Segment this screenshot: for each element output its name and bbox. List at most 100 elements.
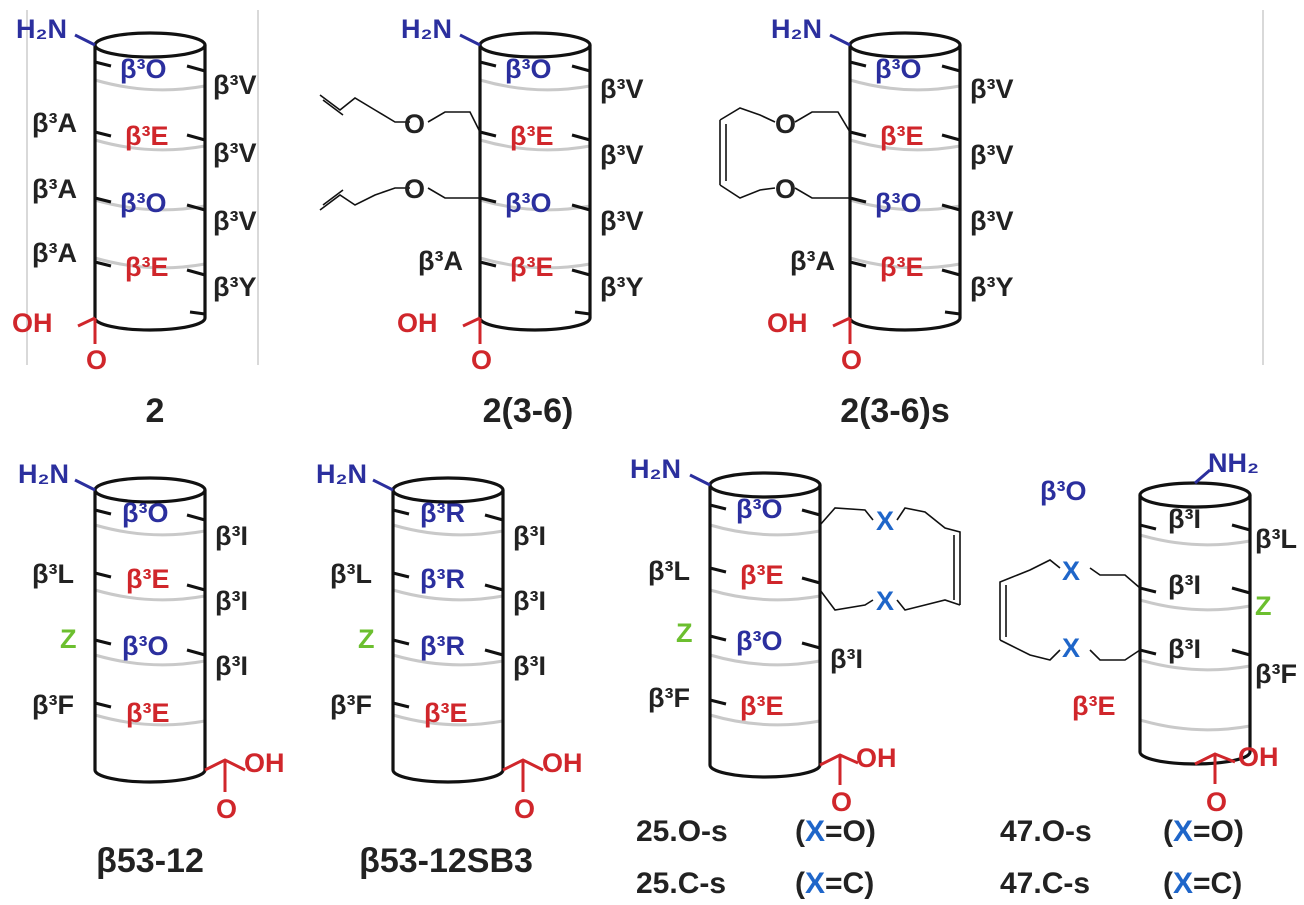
- n-term-label: NH₂: [1208, 448, 1259, 478]
- face-residue: β³E: [510, 121, 553, 151]
- compound-label: 25.O-s: [636, 815, 728, 848]
- c-term-bond: [77, 316, 97, 344]
- face-residue: β³E: [740, 691, 783, 721]
- x-definition: (X=C): [795, 867, 874, 900]
- n-term-bond: [74, 478, 96, 492]
- structure-2-3-6: O O H₂N β³O β³E β³O β³E β³A β³V β³V β³V …: [319, 14, 643, 430]
- helix-backbone: [479, 78, 591, 270]
- left-residue: β³A: [32, 174, 77, 204]
- face-residue: β³O: [736, 494, 782, 524]
- carbonyl-label: O: [216, 794, 237, 824]
- c-term-label: OH: [856, 743, 897, 773]
- c-term-bond: [819, 753, 859, 785]
- n-term-bond: [459, 33, 481, 47]
- double-bond: [322, 99, 344, 116]
- helix-backbone: [709, 523, 821, 727]
- face-residue: β³E: [126, 698, 169, 728]
- n-term-bond: [689, 473, 711, 487]
- right-residue: β³V: [213, 206, 256, 236]
- cylinder-bottom: [848, 317, 962, 332]
- residue-ticks: [849, 60, 961, 316]
- allyl-ether-chain: [319, 187, 480, 211]
- cylinder-bottom: [391, 769, 505, 784]
- c-term-label: OH: [397, 308, 438, 338]
- face-residue: β³O: [122, 498, 168, 528]
- left-residue: β³A: [790, 246, 835, 276]
- face-residue: β³O: [875, 188, 921, 218]
- carbonyl-label: O: [1206, 787, 1227, 817]
- right-residue: β³Y: [970, 272, 1013, 302]
- ether-oxygen: O: [775, 109, 796, 139]
- face-residue: β³E: [740, 560, 783, 590]
- c-term-label: OH: [1238, 742, 1279, 772]
- face-residue: β³I: [1168, 504, 1201, 534]
- right-residue: β³I: [513, 586, 546, 616]
- structure-47: X X NH₂ β³I β³I β³I β³O β³E β³L Z β³F OH…: [999, 448, 1297, 900]
- n-term-label: H₂N: [771, 14, 822, 44]
- n-term-bond: [1194, 468, 1211, 485]
- face-residue: β³O: [120, 54, 166, 84]
- n-term-label: H₂N: [16, 14, 67, 44]
- left-residue: β³L: [32, 559, 74, 589]
- face-residue: β³O: [736, 626, 782, 656]
- stapled-ring: [719, 107, 851, 199]
- right-residue: β³V: [600, 74, 643, 104]
- face-residue: β³E: [424, 698, 467, 728]
- face-residue: β³O: [875, 54, 921, 84]
- left-residue-aib: Z: [676, 618, 693, 648]
- outside-residue: β³O: [1040, 476, 1086, 506]
- crosslink-x: X: [1062, 633, 1080, 663]
- face-residue: β³O: [505, 188, 551, 218]
- ether-oxygen: O: [775, 174, 796, 204]
- cylinder-bottom: [478, 317, 592, 332]
- right-residue-aib: Z: [1255, 591, 1272, 621]
- left-residue: β³L: [330, 559, 372, 589]
- helix-backbone: [849, 78, 961, 270]
- c-term-bond: [462, 316, 482, 344]
- left-residue: β³F: [330, 690, 372, 720]
- face-residue: β³E: [125, 252, 168, 282]
- face-residue: β³I: [1168, 570, 1201, 600]
- right-residue: β³V: [600, 140, 643, 170]
- helix-backbone: [392, 523, 504, 727]
- carbonyl-label: O: [471, 345, 492, 375]
- residue-ticks: [392, 508, 504, 709]
- face-residue: β³R: [420, 631, 465, 661]
- left-residue: β³F: [32, 690, 74, 720]
- right-residue: β³V: [213, 70, 256, 100]
- left-residue: β³A: [32, 108, 77, 138]
- right-residue: β³I: [513, 651, 546, 681]
- face-residue: β³R: [420, 564, 465, 594]
- right-residue: β³V: [970, 140, 1013, 170]
- x-definition: (X=O): [1163, 815, 1244, 848]
- left-residue: β³F: [648, 683, 690, 713]
- right-residue: β³V: [970, 206, 1013, 236]
- n-term-label: H₂N: [18, 459, 69, 489]
- n-term-bond: [829, 33, 851, 47]
- crosslink-x: X: [876, 506, 894, 536]
- ether-oxygen: O: [404, 174, 425, 204]
- allyl-ether-chain: [319, 94, 481, 133]
- cylinder-bottom: [708, 764, 822, 779]
- structure-title: 2: [146, 392, 165, 430]
- left-residue: β³A: [418, 246, 463, 276]
- structure-title: β53-12: [96, 842, 204, 880]
- right-residue: β³I: [830, 644, 863, 674]
- right-residue: β³L: [1255, 524, 1297, 554]
- face-residue: β³E: [880, 121, 923, 151]
- right-residue: β³I: [215, 651, 248, 681]
- carbonyl-label: O: [841, 345, 862, 375]
- structure-25: X X H₂N β³O β³E β³O β³E β³L Z β³F β³I OH…: [630, 454, 961, 900]
- structure-b53-12sb3: H₂N β³R β³R β³R β³E β³L Z β³F β³I β³I β³…: [316, 459, 583, 880]
- face-residue: β³I: [1168, 634, 1201, 664]
- right-residue: β³V: [213, 138, 256, 168]
- left-residue-aib: Z: [358, 624, 375, 654]
- right-residue: β³Y: [600, 272, 643, 302]
- face-residue: β³R: [420, 498, 465, 528]
- face-residue: β³E: [880, 252, 923, 282]
- crosslink-x: X: [876, 586, 894, 616]
- face-residue: β³E: [125, 121, 168, 151]
- n-term-bond: [372, 478, 394, 492]
- residue-ticks: [94, 60, 206, 316]
